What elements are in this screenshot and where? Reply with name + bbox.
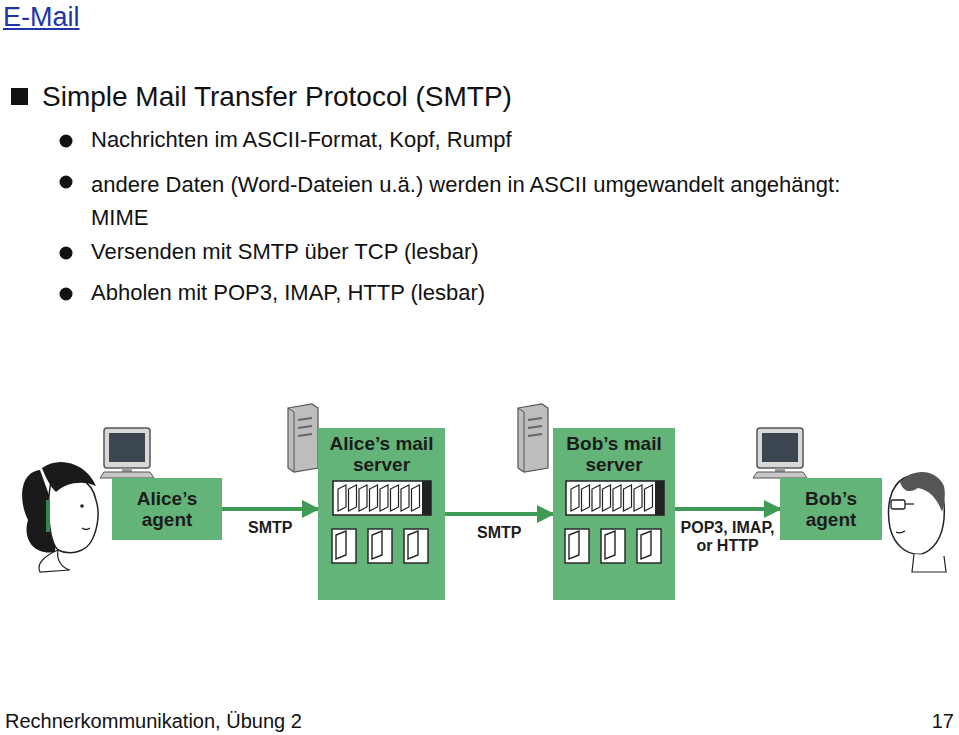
computer-icon bbox=[100, 428, 154, 478]
arrow-connector bbox=[222, 507, 318, 511]
round-bullet bbox=[60, 288, 73, 301]
page-number: 17 bbox=[880, 709, 954, 733]
server-tower bbox=[518, 404, 548, 472]
box-label: Alice’s agent bbox=[118, 488, 216, 531]
square-bullet bbox=[11, 88, 28, 105]
round-bullet bbox=[60, 135, 73, 148]
arrow-connector bbox=[445, 512, 553, 516]
mail-server-box: Bob’s mail server bbox=[553, 428, 675, 600]
bullet-heading: Simple Mail Transfer Protocol (SMTP) bbox=[42, 80, 942, 114]
mail-server-box: Alice’s mail server bbox=[318, 428, 445, 600]
bullet-text: Nachrichten im ASCII-Format, Kopf, Rumpf bbox=[91, 127, 941, 153]
round-bullet bbox=[60, 247, 73, 260]
box-label: Alice’s mail server bbox=[324, 433, 439, 476]
bullet-text: Versenden mit SMTP über TCP (lesbar) bbox=[91, 239, 941, 265]
round-bullet bbox=[60, 176, 73, 189]
person-alice bbox=[22, 462, 98, 572]
bullet-text: andere Daten (Word-Dateien u.ä.) werden … bbox=[91, 168, 901, 234]
person-bob bbox=[889, 472, 946, 572]
server-tower bbox=[288, 404, 318, 472]
arrow-connector bbox=[675, 507, 780, 511]
bullet-text: Abholen mit POP3, IMAP, HTTP (lesbar) bbox=[91, 280, 941, 306]
slide-title: E-Mail bbox=[3, 2, 80, 33]
edge-label: POP3, IMAP, or HTTP bbox=[677, 519, 778, 556]
computer-icon bbox=[753, 428, 807, 478]
edge-label: SMTP bbox=[246, 519, 294, 537]
box-label: Bob’s agent bbox=[786, 488, 876, 531]
box-label: Bob’s mail server bbox=[559, 433, 669, 476]
edge-label: SMTP bbox=[475, 524, 523, 542]
agent-box: Alice’s agent bbox=[112, 478, 222, 540]
agent-box: Bob’s agent bbox=[780, 478, 882, 540]
footer-text: Rechnerkommunikation, Übung 2 bbox=[5, 709, 505, 733]
